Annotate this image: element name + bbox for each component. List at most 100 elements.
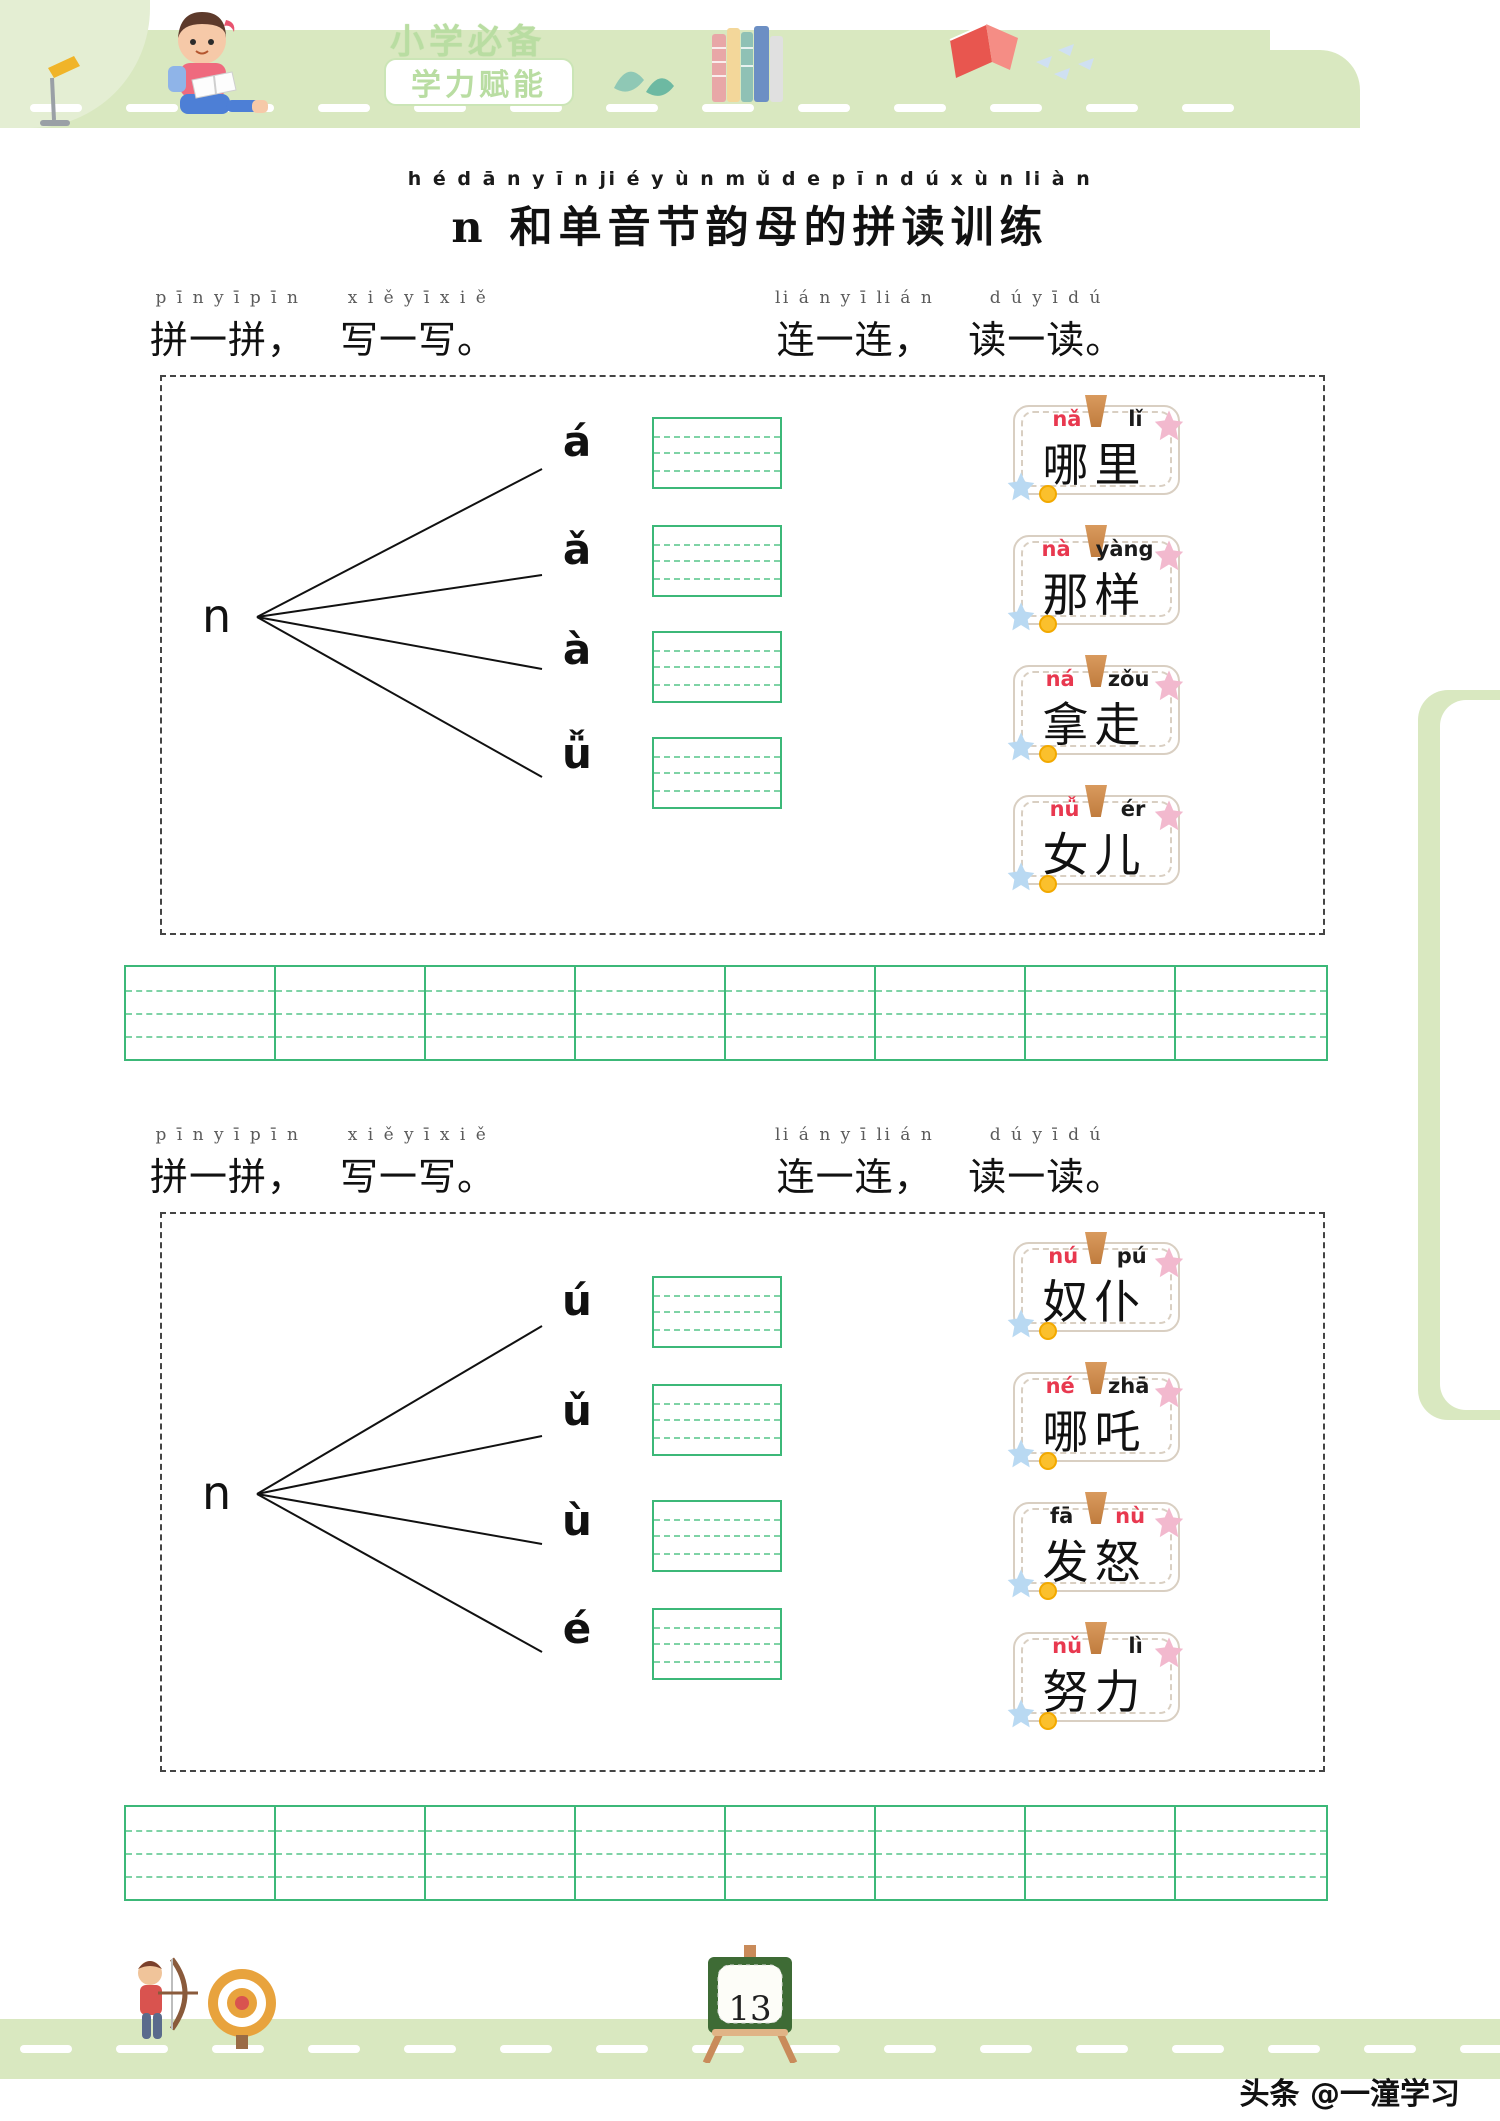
card-pinyin-right: lì xyxy=(1128,1634,1143,1658)
write-cell-3[interactable] xyxy=(652,1500,782,1572)
clip-icon xyxy=(1085,1362,1107,1394)
dot-icon xyxy=(1039,875,1057,893)
practice-cell[interactable] xyxy=(1176,967,1326,1059)
star-icon xyxy=(1007,1309,1035,1338)
head-pinyin: li á n y ī li á n xyxy=(775,1125,935,1145)
clip-icon xyxy=(1085,655,1107,687)
head-text: 写一写。 xyxy=(340,318,497,362)
head-pinyin: d ú y ī d ú xyxy=(989,288,1103,308)
head-text: 读一读。 xyxy=(968,318,1125,362)
star-icon xyxy=(1007,472,1035,501)
card-pinyin-left: fā xyxy=(1049,1504,1074,1528)
desk-lamp-icon xyxy=(30,50,100,130)
archer-icon xyxy=(120,1951,300,2051)
word-card-4[interactable]: nǔ lì 努力 xyxy=(1007,1622,1184,1730)
section-2-head-right: li á n y ī li á n 连一连， d ú y ī d ú 读一读。 xyxy=(775,1125,1158,1201)
badge-top-label: 小学必备 xyxy=(390,22,546,62)
girl-reading-icon xyxy=(140,8,270,128)
practice-cell[interactable] xyxy=(726,967,876,1059)
dot-icon xyxy=(1039,1582,1057,1600)
card-word: 女儿 xyxy=(1042,828,1147,882)
star-icon xyxy=(1007,862,1035,891)
star-icon xyxy=(1154,410,1184,441)
clip-icon xyxy=(1085,1622,1107,1654)
write-cell-4[interactable] xyxy=(652,737,782,809)
leaf-icon xyxy=(614,71,674,96)
word-card-2[interactable]: né zhā 哪吒 xyxy=(1007,1362,1184,1470)
vowel-4: ǚ xyxy=(562,729,592,778)
card-pinyin-right: pú xyxy=(1116,1244,1147,1268)
clip-icon xyxy=(1085,1492,1107,1524)
head-pinyin: p ī n y ī p ī n xyxy=(155,288,301,308)
sparkle-icon xyxy=(1036,44,1094,80)
star-icon xyxy=(1154,800,1184,831)
star-icon xyxy=(1007,1439,1035,1468)
practice-cell[interactable] xyxy=(276,1807,426,1899)
card-pinyin-right: lǐ xyxy=(1128,407,1143,431)
write-cell-3[interactable] xyxy=(652,631,782,703)
dot-icon xyxy=(1039,485,1057,503)
practice-cell[interactable] xyxy=(1026,1807,1176,1899)
section-2-fan-lines xyxy=(256,1325,543,1653)
practice-cell[interactable] xyxy=(876,967,1026,1059)
section-1-head-right: li á n y ī li á n 连一连， d ú y ī d ú 读一读。 xyxy=(775,288,1158,364)
head-pinyin: p ī n y ī p ī n xyxy=(155,1125,301,1145)
word-card-1[interactable]: nú pú 奴仆 xyxy=(1007,1232,1184,1340)
vowel-2: ǔ xyxy=(562,1386,592,1435)
card-pinyin-left: nǔ xyxy=(1052,1634,1083,1658)
practice-cell[interactable] xyxy=(1026,967,1176,1059)
road-dashes xyxy=(0,104,1270,112)
head-text: 写一写。 xyxy=(340,1155,497,1199)
card-word: 哪里 xyxy=(1042,438,1147,492)
dot-icon xyxy=(1039,1322,1057,1340)
header-hump-shape xyxy=(1140,50,1360,128)
practice-cell[interactable] xyxy=(426,967,576,1059)
word-card-1[interactable]: nǎ lǐ 哪里 xyxy=(1007,395,1184,503)
head-pinyin: x i ě y ī x i ě xyxy=(347,1125,489,1145)
practice-cell[interactable] xyxy=(576,1807,726,1899)
card-word: 拿走 xyxy=(1042,698,1147,752)
word-card-3[interactable]: fā nù 发怒 xyxy=(1007,1492,1184,1600)
practice-cell[interactable] xyxy=(876,1807,1026,1899)
write-cell-2[interactable] xyxy=(652,1384,782,1456)
practice-cell[interactable] xyxy=(126,967,276,1059)
star-icon xyxy=(1154,1247,1184,1278)
card-pinyin-left: né xyxy=(1045,1374,1075,1398)
card-pinyin-right: nù xyxy=(1115,1504,1146,1528)
star-icon xyxy=(1007,1699,1035,1728)
card-word: 奴仆 xyxy=(1042,1275,1147,1329)
head-text: 连一连， xyxy=(776,1155,933,1199)
section-1-exercise-box: n á ǎ à ǚ nǎ lǐ 哪里 xyxy=(160,375,1325,935)
write-cell-4[interactable] xyxy=(652,1608,782,1680)
write-cell-2[interactable] xyxy=(652,525,782,597)
word-card-2[interactable]: nà yàng 那样 xyxy=(1007,525,1184,633)
card-word: 哪吒 xyxy=(1042,1405,1147,1459)
write-cell-1[interactable] xyxy=(652,417,782,489)
clip-icon xyxy=(1085,1232,1107,1264)
vowel-3: à xyxy=(562,625,592,674)
section-1-head-left: p ī n y ī p ī n 拼一拼， x i ě y ī x i ě 写一写… xyxy=(150,288,530,364)
practice-cell[interactable] xyxy=(726,1807,876,1899)
practice-cell[interactable] xyxy=(576,967,726,1059)
head-text: 拼一拼， xyxy=(150,1155,307,1199)
page-title: n 和单音节韵母的拼读训练 xyxy=(451,203,1049,253)
word-card-4[interactable]: nǚ ér 女儿 xyxy=(1007,785,1184,893)
head-pinyin: li á n y ī li á n xyxy=(775,288,935,308)
write-cell-1[interactable] xyxy=(652,1276,782,1348)
practice-cell[interactable] xyxy=(126,1807,276,1899)
star-icon xyxy=(1154,1377,1184,1408)
section-2-practice-strip[interactable] xyxy=(124,1805,1328,1901)
header-decoration: 小学必备 学力赋能 xyxy=(0,0,1500,155)
section-1-practice-strip[interactable] xyxy=(124,965,1328,1061)
card-pinyin-left: ná xyxy=(1045,667,1075,691)
section-1-fan: n á ǎ à ǚ xyxy=(162,377,722,937)
page-title-block: h é d ā n y ī n ji é y ù n m ǔ d e p ī n… xyxy=(0,168,1500,255)
practice-cell[interactable] xyxy=(276,967,426,1059)
dot-icon xyxy=(1039,1452,1057,1470)
word-card-3[interactable]: ná zǒu 拿走 xyxy=(1007,655,1184,763)
dot-icon xyxy=(1039,745,1057,763)
star-icon xyxy=(1154,540,1184,571)
practice-cell[interactable] xyxy=(1176,1807,1326,1899)
practice-cell[interactable] xyxy=(426,1807,576,1899)
